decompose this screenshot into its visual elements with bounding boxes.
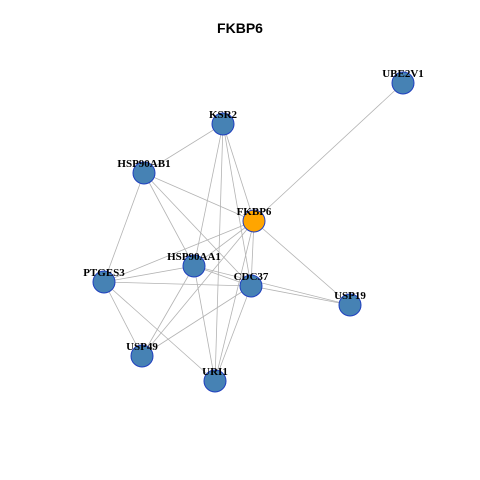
edge-ksr2-hsp90aa1 <box>193 123 224 267</box>
node-circle <box>242 209 266 233</box>
edge-ptges3-cdc37 <box>103 281 252 287</box>
edge-hsp90aa1-ptges3 <box>103 265 195 283</box>
edge-ksr2-fkbp6 <box>222 123 255 222</box>
edge-hsp90ab1-hsp90aa1 <box>143 172 195 267</box>
edge-fkbp6-hsp90aa1 <box>193 220 255 267</box>
node-circle <box>338 293 362 317</box>
edge-hsp90aa1-usp49 <box>141 265 195 357</box>
node-label: KSR2 <box>209 109 238 121</box>
edge-fkbp6-uri1 <box>214 220 255 382</box>
node-label: HSP90AA1 <box>167 251 221 263</box>
node-circle <box>182 254 206 278</box>
edge-ptges3-usp49 <box>103 281 143 357</box>
node-hsp90ab1: HSP90AB1 <box>117 158 171 185</box>
node-label: HSP90AB1 <box>117 158 170 170</box>
node-circle <box>203 369 227 393</box>
node-ptges3: PTGES3 <box>83 267 125 294</box>
node-fkbp6: FKBP6 <box>237 206 272 233</box>
edge-hsp90ab1-ptges3 <box>103 172 145 283</box>
edge-hsp90ab1-cdc37 <box>143 172 252 287</box>
edge-ksr2-cdc37 <box>222 123 252 287</box>
edge-ptges3-uri1 <box>103 281 216 382</box>
node-circle <box>239 274 263 298</box>
edge-hsp90aa1-uri1 <box>193 265 216 382</box>
node-usp19: USP19 <box>334 290 366 317</box>
edge-ksr2-hsp90ab1 <box>143 123 224 174</box>
node-circle <box>391 71 415 95</box>
node-cdc37: CDC37 <box>234 271 269 298</box>
edge-cdc37-uri1 <box>214 285 252 382</box>
node-hsp90aa1: HSP90AA1 <box>167 251 221 278</box>
node-circle <box>132 161 156 185</box>
node-circle <box>92 270 116 294</box>
node-label: URI1 <box>202 366 228 378</box>
node-label: CDC37 <box>234 271 269 283</box>
edge-cdc37-usp49 <box>141 285 252 357</box>
node-circle <box>211 112 235 136</box>
node-ube2v1: UBE2V1 <box>382 68 424 95</box>
node-label: USP19 <box>334 290 366 302</box>
edge-fkbp6-ptges3 <box>103 220 255 283</box>
node-uri1: URI1 <box>202 366 228 393</box>
edge-ube2v1-fkbp6 <box>253 82 404 222</box>
node-usp49: USP49 <box>126 341 158 368</box>
edge-hsp90ab1-fkbp6 <box>143 172 255 222</box>
edge-hsp90aa1-usp19 <box>193 265 351 306</box>
node-ksr2: KSR2 <box>209 109 238 136</box>
node-label: PTGES3 <box>83 267 125 279</box>
figure-title: FKBP6 <box>217 20 263 36</box>
edge-cdc37-usp19 <box>250 285 351 306</box>
edge-fkbp6-usp19 <box>253 220 351 306</box>
node-circle <box>130 344 154 368</box>
node-label: UBE2V1 <box>382 68 424 80</box>
node-label: USP49 <box>126 341 158 353</box>
node-label: FKBP6 <box>237 206 272 218</box>
